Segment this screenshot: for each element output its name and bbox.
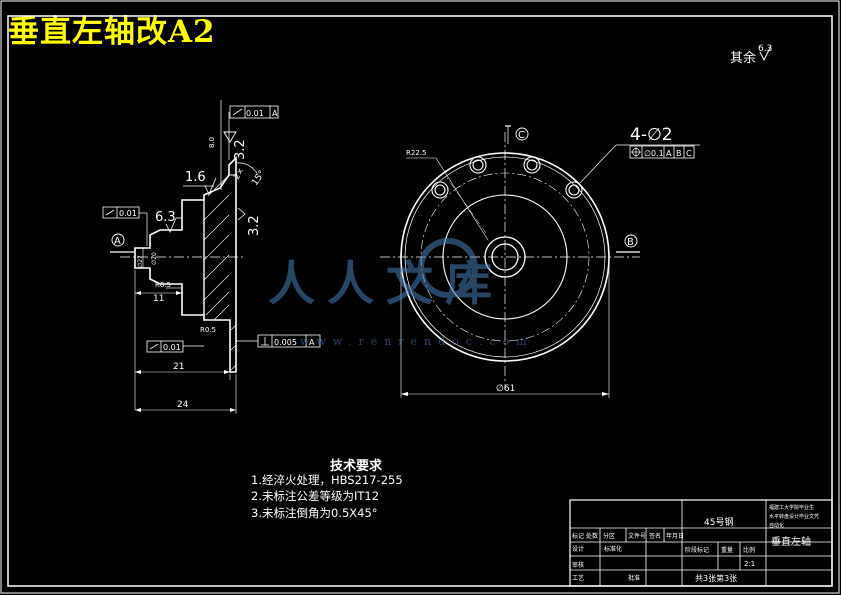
watermark-text: 人人文库 (268, 257, 504, 312)
roughness-top-value: 3.2 (233, 139, 248, 160)
flatness-left-value: 0.01 (119, 209, 137, 218)
radius-2-label: R0.5 (200, 326, 216, 334)
mid-circle (442, 194, 568, 320)
small-vertical-dim: ∅20 (151, 252, 158, 265)
tb-project: 水平转盘设计毕业文凭 (769, 513, 819, 520)
position-tolerance: ∅0.1 (644, 149, 664, 158)
tb-stage-mark: 阶段标记 (685, 546, 709, 554)
perp-datum: A (309, 338, 315, 347)
position-datum-a: A (666, 149, 672, 158)
tech-req-item-2: 2.未标注公差等级为IT12 (251, 489, 379, 503)
tb-material: 45号钢 (704, 516, 733, 528)
roughness-1-6-icon (204, 177, 217, 195)
bolt-holes (431, 156, 583, 199)
tb-role-design: 设计 (572, 545, 584, 553)
tb-school: 福建工大学院毕业生 (769, 504, 814, 511)
holes-label: 4-∅2 (630, 125, 673, 145)
bore-inner (491, 243, 519, 271)
title-block (569, 499, 833, 587)
chamfer-mark: 2× (232, 166, 246, 181)
outer-circle (400, 152, 610, 362)
drawing-title: 垂直左轴改A2 (8, 14, 216, 50)
datum-c-label: C (518, 130, 525, 141)
flatness-bottom-value: 0.01 (163, 343, 181, 352)
dim-24: 24 (177, 400, 189, 410)
bore-outer (484, 236, 526, 278)
tb-col-sign: 签名 (649, 532, 661, 540)
position-datum-b: B (676, 149, 682, 158)
watermark: 人人文库 www.renrendoc.com (268, 238, 534, 348)
tb-standard: 标准化 (604, 545, 622, 553)
tb-role-craft: 工艺 (572, 574, 584, 582)
title-block-text: 45号钢 福建工大学院毕业生 水平转盘设计毕业文凭 自动化 标记 处数 分区 文… (572, 504, 819, 583)
radius-1-label: R0.5 (155, 281, 171, 289)
surface-finish-prefix: 其余 (730, 50, 756, 66)
flatness-top-datum: A (272, 109, 278, 118)
tb-sheets: 共3张第3张 (695, 573, 737, 583)
flatness-top-value: 0.01 (246, 109, 264, 118)
roughness-top-mirrored: 8.0 (208, 137, 216, 148)
roughness-6-3-icon (165, 217, 177, 233)
tech-req-heading: 技术要求 (330, 458, 383, 474)
tb-stage-scale: 比例 (743, 546, 755, 554)
front-view: R22.5 C 4-∅2 ∅0.1 A B C B ∅61 (380, 125, 700, 398)
tb-col-marker: 标记 (572, 532, 584, 540)
technical-requirements: 技术要求 1.经淬火处理，HBS217-255 2.未标注公差等级为IT12 3… (251, 458, 403, 520)
dim-11: 11 (153, 294, 164, 304)
dim-21: 21 (173, 362, 184, 372)
tb-col-file: 文件号 (628, 532, 646, 540)
roughness-symbol-icon (759, 45, 772, 62)
tb-scale: 2:1 (744, 560, 755, 568)
tb-role-review: 审核 (572, 561, 584, 569)
inner-frame (7, 15, 833, 587)
roughness-6-3: 6.3 (155, 210, 176, 225)
perp-tolerance: 0.005 (274, 338, 297, 347)
tb-part-name: 垂直左轴 (771, 535, 811, 548)
position-datum-c: C (686, 149, 692, 158)
surface-finish-value: 6.3 (758, 44, 772, 54)
side-view: 0.01 A 3.2 8.0 15° 2× 1.6 6.3 3.2 0.01 A (102, 100, 321, 414)
tech-req-item-1: 1.经淬火处理，HBS217-255 (251, 473, 403, 487)
section-hatching (203, 177, 237, 371)
tb-approve: 批准 (628, 574, 640, 582)
watermark-url: www.renrendoc.com (300, 335, 534, 348)
tech-req-item-3: 3.未标注倒角为0.5X45° (251, 506, 378, 520)
tb-col-zone: 分区 (603, 532, 615, 540)
roughness-top-icon (223, 131, 237, 143)
radius-label: R22.5 (406, 149, 426, 157)
angle-value: 15° (250, 169, 267, 188)
tb-stage-weight: 重量 (721, 546, 733, 554)
left-vertical-dim: ∅27 (137, 255, 144, 268)
shaft-outline (134, 156, 237, 373)
tb-col-date: 年月日 (666, 532, 684, 540)
roughness-1-6: 1.6 (185, 170, 206, 185)
tb-extra: 自动化 (769, 522, 784, 529)
tb-col-count: 处数 (586, 532, 598, 540)
roughness-3-2-side: 3.2 (247, 215, 262, 236)
section-a-label: A (114, 236, 121, 247)
diameter-dim: ∅61 (496, 384, 515, 394)
datum-b-label: B (627, 237, 634, 248)
